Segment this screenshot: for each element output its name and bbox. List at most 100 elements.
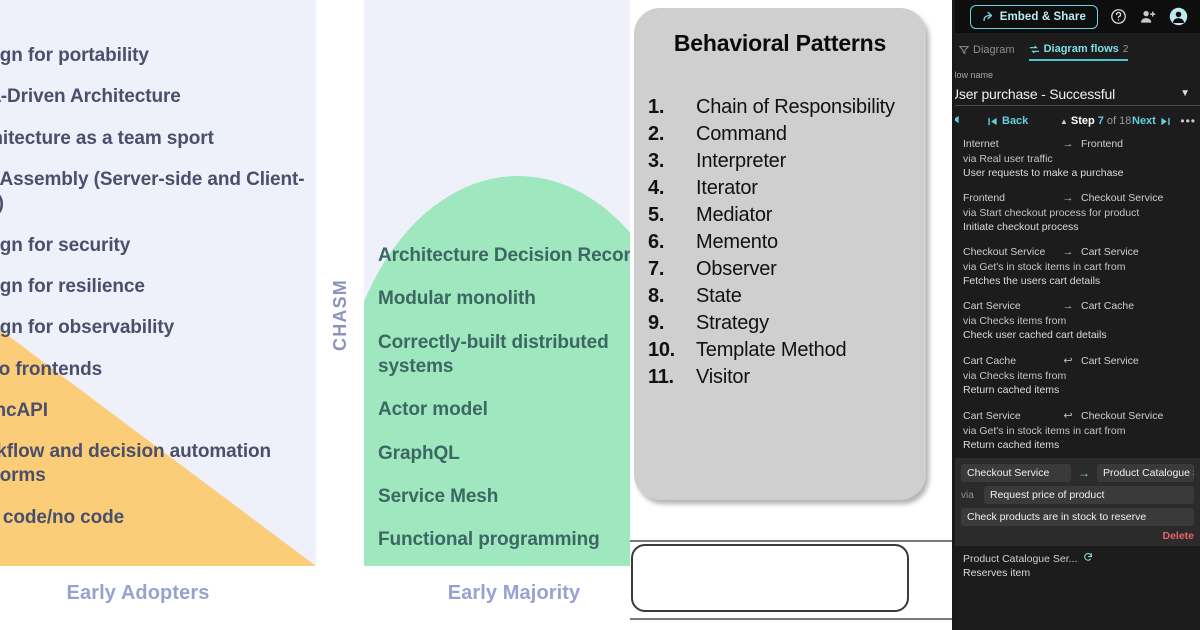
step-total: 18: [1119, 115, 1132, 127]
early-adopters-item: WebAssembly (Server-side and Client-side…: [0, 168, 305, 214]
early-majority-item: GraphQL: [378, 442, 460, 464]
delete-step-button[interactable]: Delete: [1162, 530, 1194, 542]
early-majority-item: Actor model: [378, 399, 488, 421]
step-indicator[interactable]: ▲ Step 7 of 18: [1060, 115, 1131, 127]
flow-step[interactable]: Frontend→Checkout Service via Start check…: [955, 186, 1200, 240]
flow-step-target: Checkout Service: [1081, 192, 1164, 204]
flow-step-target: Frontend: [1081, 138, 1124, 150]
active-step-description-field[interactable]: Check products are in stock to reserve: [961, 508, 1194, 526]
flow-step-via: via Get's in stock items in cart from: [963, 425, 1126, 437]
behavioral-pattern-number: 10.: [648, 339, 675, 361]
behavioral-pattern-label: Memento: [696, 231, 778, 253]
tab-diagram[interactable]: Diagram: [958, 44, 1015, 60]
chasm-label: CHASM: [329, 279, 350, 351]
behavioral-pattern-item: 5.Mediator: [648, 204, 926, 227]
early-adopters-item: Micro frontends: [0, 358, 103, 380]
flow-step-header: Frontend→Checkout Service: [963, 192, 1192, 204]
flow-step-target: Cart Service: [1081, 246, 1139, 258]
flow-step-description: Initiate checkout process: [963, 221, 1079, 233]
panel-diagram-flows: Embed & Share: [955, 0, 1200, 630]
behavioral-pattern-label: Template Method: [696, 339, 847, 361]
flow-step-via: via Start checkout process for product: [963, 207, 1140, 219]
horizontal-rule-top: [630, 540, 955, 542]
step-word: Step: [1070, 115, 1095, 127]
panel-tabs: Diagram Diagram flows 2: [955, 40, 1200, 64]
early-majority-item: Functional programming: [378, 529, 600, 551]
early-adopters-item: Design for observability: [0, 317, 175, 339]
arrow-return-icon: ↩: [1063, 410, 1073, 422]
active-step-target-field[interactable]: Product Catalogue S...: [1097, 464, 1194, 482]
flow-step-target: Cart Cache: [1081, 300, 1135, 312]
tab-diagram-label: Diagram: [973, 44, 1015, 56]
next-label: Next: [1132, 115, 1156, 127]
flow-step-source: Checkout Service: [963, 246, 1046, 258]
behavioral-pattern-label: Iterator: [696, 177, 758, 199]
early-majority-item: Service Mesh: [378, 485, 499, 507]
behavioral-patterns-title: Behavioral Patterns: [673, 30, 887, 56]
behavioral-pattern-item: 1.Chain of Responsibility: [648, 96, 926, 119]
tab-diagram-flows[interactable]: Diagram flows 2: [1028, 43, 1129, 61]
flow-step-source: Product Catalogue Ser...: [963, 552, 1078, 565]
flow-step-via: via Checks items from: [963, 370, 1067, 382]
account-avatar-icon[interactable]: [1169, 7, 1188, 26]
add-user-icon[interactable]: [1139, 8, 1157, 26]
behavioral-pattern-item: 2.Command: [648, 123, 926, 146]
early-adopters-item: Low code/no code: [0, 506, 125, 528]
behavioral-pattern-number: 2.: [648, 123, 665, 145]
active-step-actions: Delete: [961, 530, 1194, 542]
active-step-description-row: Check products are in stock to reserve: [961, 508, 1194, 526]
behavioral-pattern-label: Chain of Responsibility: [696, 96, 895, 118]
early-majority-arc-shape: [364, 176, 630, 566]
flow-step-description: Fetches the users cart details: [963, 275, 1101, 287]
chevron-up-icon: ▲: [1060, 116, 1068, 126]
behavioral-pattern-number: 5.: [648, 204, 665, 226]
early-adopters-caption: Early Adopters: [66, 582, 210, 604]
share-arrow-icon: [982, 11, 994, 23]
back-button[interactable]: Back: [987, 115, 1028, 127]
flow-step-source: Cart Service: [963, 409, 1021, 422]
flow-step-header: Product Catalogue Ser...: [963, 552, 1192, 565]
first-step-button[interactable]: [955, 114, 960, 128]
flow-step-trailing[interactable]: Product Catalogue Ser...Reserves item: [955, 546, 1200, 586]
behavioral-pattern-label: Observer: [696, 258, 777, 280]
behavioral-pattern-label: Strategy: [696, 312, 769, 334]
flow-name-label: Flow name: [955, 70, 994, 80]
flow-step-source: Cart Service: [963, 300, 1021, 312]
more-options-button[interactable]: •••: [1180, 114, 1196, 128]
behavioral-pattern-item: 9.Strategy: [648, 312, 926, 335]
active-step-via-field[interactable]: Request price of product: [984, 486, 1194, 504]
flow-step-via: via Real user traffic: [963, 153, 1053, 165]
flow-step-description: Check user cached cart details: [963, 329, 1107, 341]
next-button[interactable]: Next: [1132, 115, 1171, 127]
embed-and-share-button[interactable]: Embed & Share: [969, 4, 1098, 29]
step-current: 7: [1097, 115, 1104, 127]
help-circle-icon[interactable]: [1110, 8, 1127, 25]
early-adopters-item: Design for portability: [0, 45, 149, 66]
flow-step-active[interactable]: Checkout Service → Product Catalogue S... v…: [955, 458, 1200, 546]
flow-step-header: Checkout Service→Cart Service: [963, 246, 1192, 258]
tab-diagram-flows-label: Diagram flows: [1043, 43, 1119, 55]
early-adopters-item: Data-Driven Architecture: [0, 86, 181, 108]
flow-step-header: Cart Service→Cart Cache: [963, 300, 1192, 312]
behavioral-pattern-item: 3.Interpreter: [648, 150, 926, 173]
early-adopters-item: Design for resilience: [0, 275, 145, 297]
flow-step-header: Internet→Frontend: [963, 138, 1192, 150]
behavioral-pattern-number: 8.: [648, 285, 665, 307]
horizontal-rule-bottom: [630, 618, 955, 620]
behavioral-patterns-card: Behavioral Patterns 1.Chain of Responsib…: [634, 8, 926, 500]
behavioral-pattern-item: 7.Observer: [648, 258, 926, 281]
active-step-source-field[interactable]: Checkout Service: [961, 464, 1071, 482]
flow-name-select[interactable]: User purchase - Successful ▼: [955, 82, 1200, 106]
flow-step-source: Frontend: [963, 192, 1006, 204]
arrow-right-icon: →: [1078, 466, 1090, 480]
arrow-return-icon: ↩: [1063, 355, 1073, 367]
